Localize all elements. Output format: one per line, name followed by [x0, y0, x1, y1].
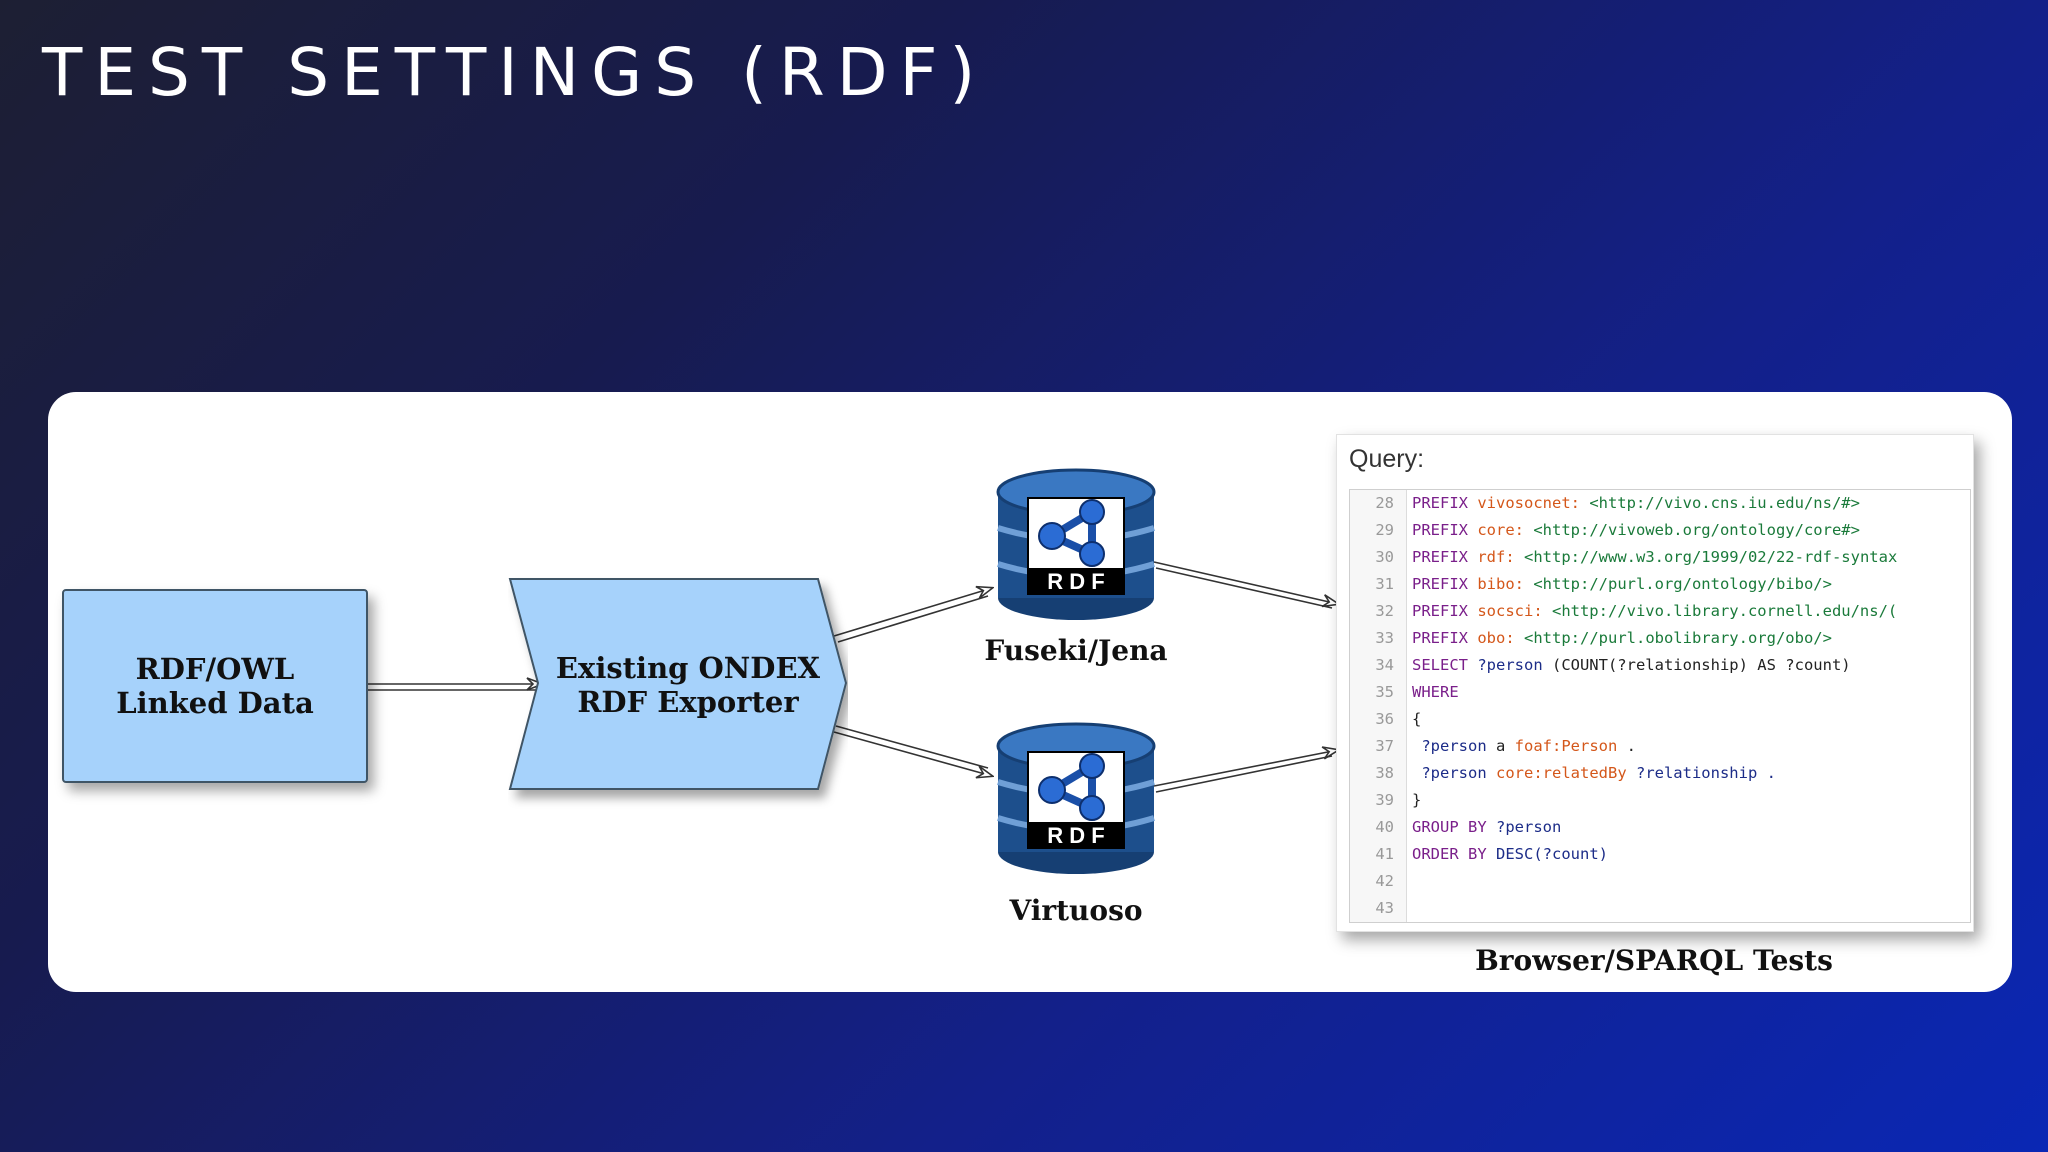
- code-token: PREFIX: [1412, 494, 1478, 512]
- code-line: 29 PREFIX core: <http://vivoweb.org/ontol…: [1350, 517, 1860, 544]
- code-token: <http://vivoweb.org/ontology/core#>: [1533, 521, 1860, 539]
- line-number: 31: [1375, 575, 1394, 593]
- code-line: 33 PREFIX obo: <http://purl.obolibrary.or…: [1350, 625, 1832, 652]
- rdf-logo-text: R D F: [1047, 823, 1104, 848]
- code-line: 34 SELECT ?person (COUNT(?relationship) A…: [1350, 652, 1851, 679]
- virtuoso-label: Virtuoso: [1009, 894, 1143, 927]
- line-number: 33: [1375, 629, 1394, 647]
- line-number: 37: [1375, 737, 1394, 755]
- code-token: PREFIX: [1412, 548, 1478, 566]
- code-token: PREFIX: [1412, 521, 1478, 539]
- fuseki-jena-label: Fuseki/Jena: [984, 634, 1168, 667]
- arrow-exporter-to-fuseki: [833, 588, 992, 637]
- arrow-fuseki-to-query: [1153, 561, 1338, 604]
- exporter-line2: RDF Exporter: [577, 685, 799, 719]
- existing-ondex-rdf-exporter: Existing ONDEX RDF Exporter: [528, 575, 848, 795]
- line-number: 30: [1375, 548, 1394, 566]
- code-line: 42: [1350, 868, 1412, 895]
- code-line: 30 PREFIX rdf: <http://www.w3.org/1999/02…: [1350, 544, 1897, 571]
- arrow-exporter-to-virtuoso: [833, 731, 992, 776]
- line-number-gutter: [1350, 490, 1407, 922]
- code-line: 39}: [1350, 787, 1421, 814]
- code-token: WHERE: [1412, 683, 1459, 701]
- code-token: DESC(?count): [1496, 845, 1608, 863]
- code-line: 37 ?person a foaf:Person .: [1350, 733, 1636, 760]
- line-number: 42: [1375, 872, 1394, 890]
- code-token: <http://vivo.library.cornell.edu/ns/(: [1551, 602, 1898, 620]
- code-token: core:relatedBy: [1496, 764, 1636, 782]
- code-token: PREFIX: [1412, 575, 1478, 593]
- arrow-virtuoso-to-query: [1153, 750, 1338, 787]
- line-number: 41: [1375, 845, 1394, 863]
- code-token: ORDER BY: [1412, 845, 1496, 863]
- line-number: 38: [1375, 764, 1394, 782]
- code-token: SELECT: [1412, 656, 1478, 674]
- code-token: (COUNT(?relationship) AS ?count): [1551, 656, 1851, 674]
- code-token: <http://www.w3.org/1999/02/22-rdf-syntax: [1524, 548, 1898, 566]
- code-token: ?person: [1477, 656, 1552, 674]
- diagram-panel: RDF/OWL Linked Data Existing ONDEX RDF E…: [48, 392, 2012, 992]
- code-token: ?person: [1496, 818, 1562, 836]
- code-line: 41 ORDER BY DESC(?count): [1350, 841, 1608, 868]
- code-token: rdf:: [1477, 548, 1524, 566]
- browser-sparql-tests-caption: Browser/SPARQL Tests: [1475, 944, 1833, 977]
- code-line: 40 GROUP BY ?person: [1350, 814, 1561, 841]
- code-line: 36 {: [1350, 706, 1421, 733]
- code-token: ?person: [1412, 737, 1496, 755]
- line-number: 34: [1375, 656, 1394, 674]
- line-number: 39: [1375, 791, 1394, 809]
- source-box-line2: Linked Data: [116, 686, 314, 720]
- code-token: <http://purl.obolibrary.org/obo/>: [1524, 629, 1832, 647]
- line-number: 43: [1375, 899, 1394, 917]
- line-number: 40: [1375, 818, 1394, 836]
- line-number: 35: [1375, 683, 1394, 701]
- code-token: GROUP BY: [1412, 818, 1496, 836]
- connector-layer: [366, 561, 2012, 793]
- code-line: 43: [1350, 895, 1412, 922]
- rdf-owl-linked-data-box: RDF/OWL Linked Data: [62, 589, 368, 783]
- slide-title: TEST SETTINGS (RDF): [42, 34, 988, 111]
- code-token: bibo:: [1477, 575, 1534, 593]
- query-heading: Query:: [1349, 445, 1425, 473]
- source-box-line1: RDF/OWL: [135, 652, 295, 686]
- code-line: 35 WHERE: [1350, 679, 1459, 706]
- code-token: obo:: [1477, 629, 1524, 647]
- line-number: 36: [1375, 710, 1394, 728]
- code-token: PREFIX: [1412, 629, 1478, 647]
- rdf-database-icon: R D F: [996, 468, 1156, 620]
- rdf-logo-text: R D F: [1047, 569, 1104, 594]
- code-token: {: [1412, 710, 1422, 728]
- code-token: a: [1496, 737, 1515, 755]
- code-line: 28 PREFIX vivosocnet: <http://vivo.cns.iu…: [1350, 490, 1860, 517]
- line-number: 29: [1375, 521, 1394, 539]
- code-token: core:: [1477, 521, 1534, 539]
- code-token: .: [1617, 737, 1636, 755]
- line-number: 32: [1375, 602, 1394, 620]
- line-number: 28: [1375, 494, 1394, 512]
- rdf-database-icon: R D F: [996, 722, 1156, 874]
- code-line: 32 PREFIX socsci: <http://vivo.library.co…: [1350, 598, 1897, 625]
- code-token: ?relationship .: [1635, 764, 1776, 782]
- code-token: ?person: [1412, 764, 1496, 782]
- code-line: 31 PREFIX bibo: <http://purl.org/ontology…: [1350, 571, 1832, 598]
- exporter-line1: Existing ONDEX: [555, 651, 821, 685]
- code-token: socsci:: [1477, 602, 1552, 620]
- code-token: vivosocnet:: [1477, 494, 1590, 512]
- code-token: }: [1412, 791, 1422, 809]
- code-token: <http://purl.org/ontology/bibo/>: [1533, 575, 1832, 593]
- code-token: foaf:Person: [1514, 737, 1618, 755]
- code-token: PREFIX: [1412, 602, 1478, 620]
- code-token: <http://vivo.cns.iu.edu/ns/#>: [1589, 494, 1860, 512]
- exporter-chevron-shape: [508, 578, 848, 790]
- code-line: 38 ?person core:relatedBy ?relationship …: [1350, 760, 1776, 787]
